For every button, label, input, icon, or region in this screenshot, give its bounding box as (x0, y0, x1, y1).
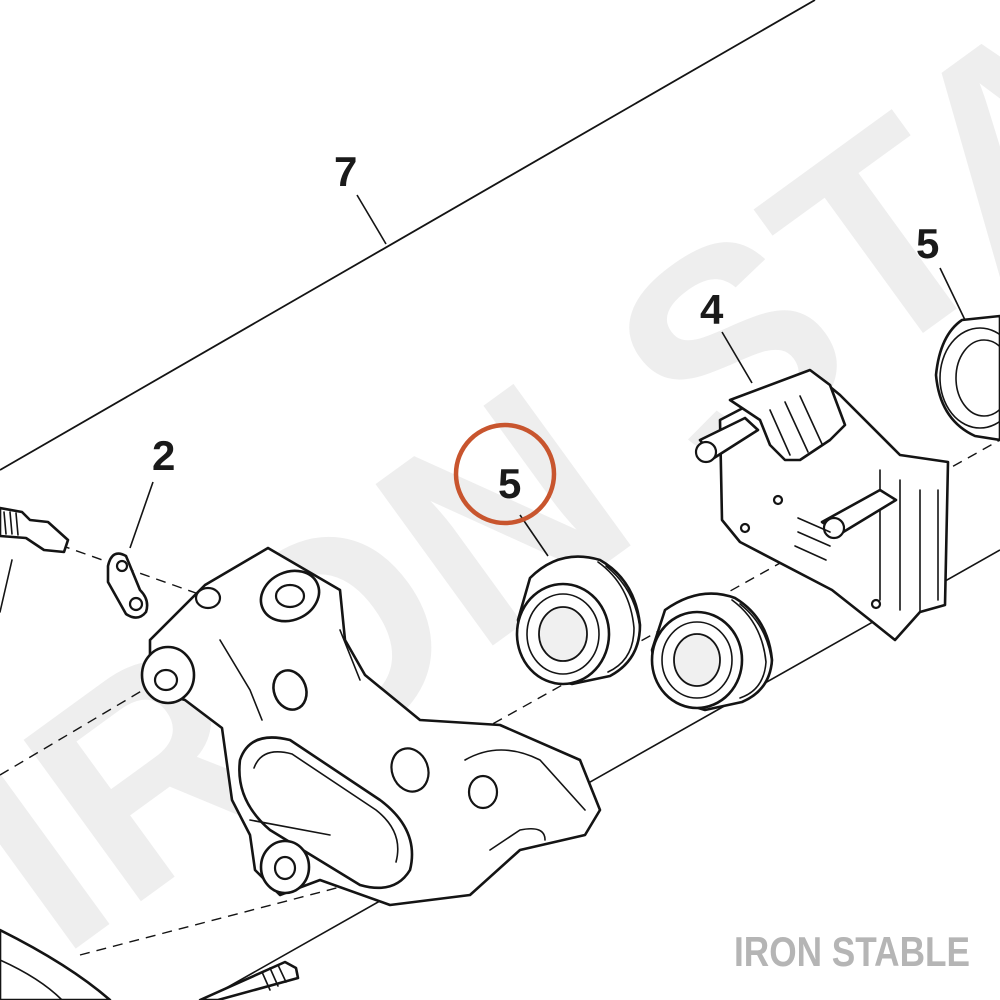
assembly-outline-bottom (204, 549, 1000, 1000)
piston-highlighted (515, 555, 642, 686)
bleeder-clip (106, 552, 149, 619)
callout-label-5-highlighted: 5 (498, 460, 521, 507)
leader-2 (129, 481, 154, 549)
assembly-outline-top (0, 0, 816, 471)
caliper-body (140, 546, 602, 907)
axis-mount-upper (0, 679, 161, 776)
piston-second (650, 592, 774, 712)
leader-5a (519, 514, 549, 557)
mounting-bolt (198, 960, 300, 1000)
axis-bleeder (59, 544, 211, 599)
caliper-cylinder-window (238, 736, 414, 890)
callout-label-2: 2 (152, 432, 175, 479)
leader-7 (356, 194, 387, 245)
highlight-ring (453, 422, 557, 526)
callout-label-7: 7 (334, 148, 357, 195)
leader-5b (939, 267, 966, 321)
leader-4 (721, 331, 753, 384)
rotor-inner-edge (0, 959, 63, 1000)
callout-label-5-right: 5 (916, 220, 939, 267)
callout-label-4: 4 (700, 286, 724, 333)
brand-logo-text: IRON STABLE (734, 928, 970, 975)
piston-right-edge (934, 314, 1000, 442)
bleeder-valve (0, 506, 70, 613)
brake-pad-set (694, 368, 950, 642)
